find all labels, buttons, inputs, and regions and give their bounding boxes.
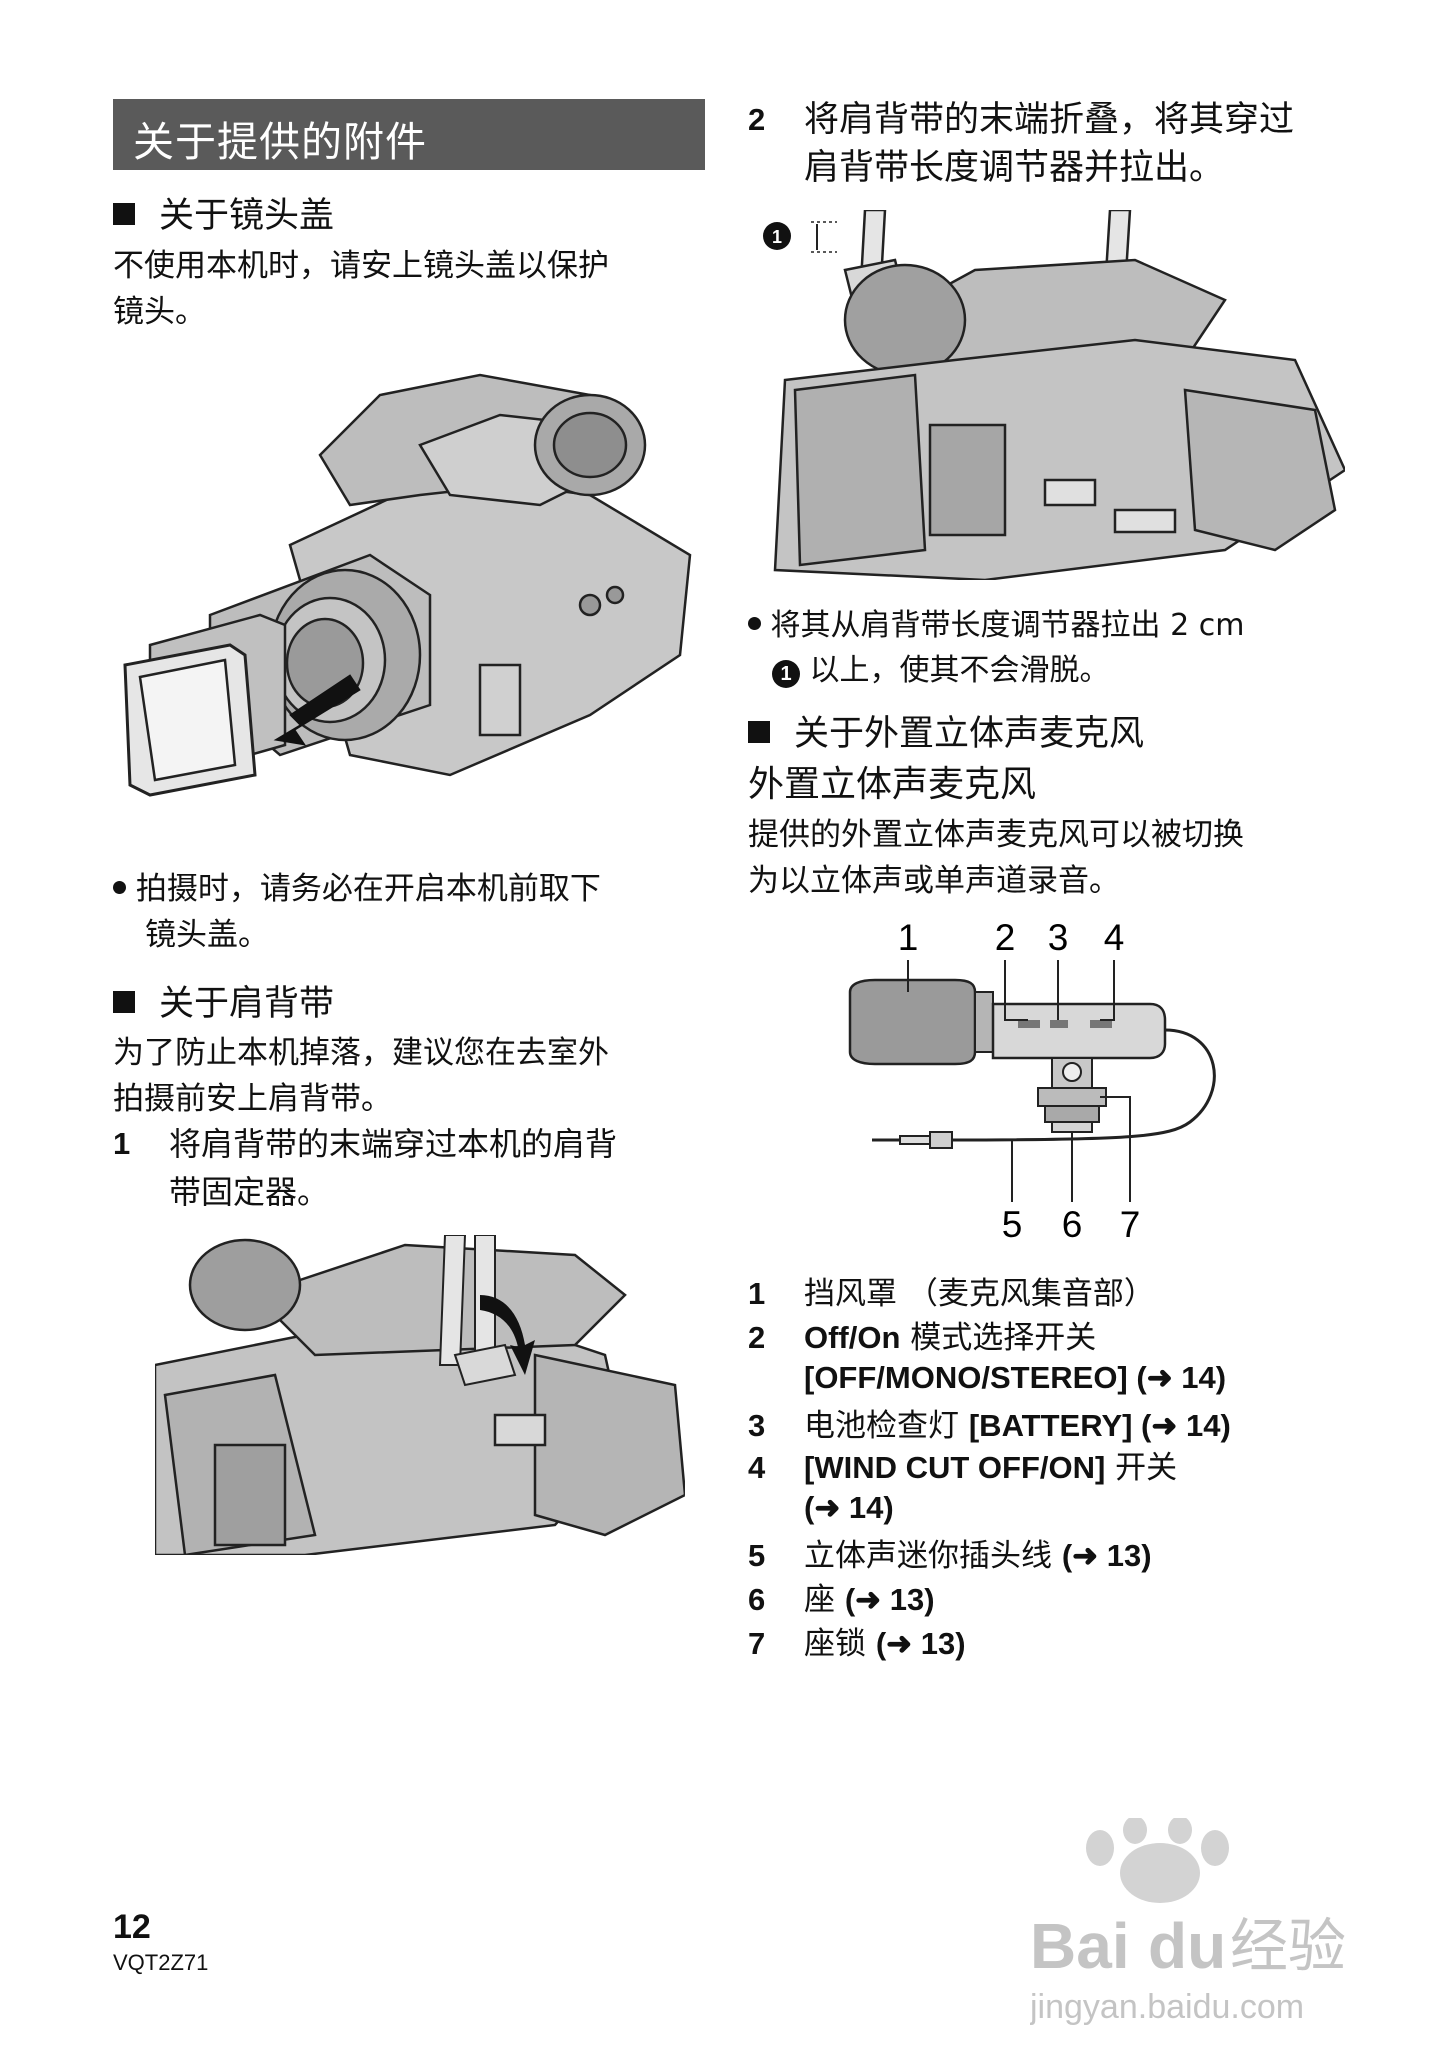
lens-cap-note: 拍摄时，请务必在开启本机前取下 镜头盖。 (113, 866, 601, 958)
mic-label-3: 3 (1048, 917, 1069, 958)
mic-subheading: 外置立体声麦克风 (748, 764, 1037, 805)
mic-label-5: 5 (1002, 1204, 1023, 1242)
mic-label-4: 4 (1104, 917, 1125, 958)
watermark-brand-c: 经验 (1230, 1912, 1346, 1980)
document-code: VQT2Z71 (113, 1950, 209, 1975)
square-bullet-icon (113, 991, 135, 1013)
page-number: 12 (113, 1908, 151, 1946)
lens-cap-paragraph: 不使用本机时，请安上镜头盖以保护 镜头。 (113, 248, 609, 330)
callout-marker-icon: 1 (772, 660, 800, 688)
mic-heading: 关于外置立体声麦克风 (748, 712, 1144, 756)
strap-holder-illustration (155, 1235, 685, 1555)
paw-logo-icon (1086, 1816, 1229, 1903)
watermark-brand-b: du (1148, 1910, 1226, 1982)
mic-label-7: 7 (1120, 1204, 1141, 1242)
square-bullet-icon (113, 203, 135, 225)
square-bullet-icon (748, 721, 770, 743)
mic-paragraph: 提供的外置立体声麦克风可以被切换 为以立体声或单声道录音。 (748, 817, 1244, 899)
watermark-url: jingyan.baidu.com (1030, 1988, 1304, 2026)
mic-label-6: 6 (1062, 1204, 1083, 1242)
section-title: 关于提供的附件 (133, 118, 427, 166)
lens-cap-illustration (120, 355, 700, 855)
svg-text:1: 1 (772, 227, 782, 247)
shoulder-strap-paragraph: 为了防止本机掉落，建议您在去室外 拍摄前安上肩背带。 (113, 1035, 609, 1117)
round-bullet-icon (113, 881, 126, 894)
baidu-watermark: Bai du 经验 jingyan.baidu.com (1029, 1816, 1390, 2033)
shoulder-strap-heading: 关于肩背带 (113, 982, 334, 1026)
mic-label-1: 1 (898, 917, 919, 958)
mic-diagram: 1 2 3 4 5 6 7 (830, 912, 1250, 1242)
strap-length-note: 将其从肩背带长度调节器拉出 2 cm 1 以上，使其不会滑脱。 (748, 603, 1244, 693)
round-bullet-icon (748, 617, 761, 630)
section-title-bar: 关于提供的附件 (113, 99, 705, 170)
watermark-brand-a: Bai (1030, 1910, 1130, 1982)
strap-adjuster-illustration: 1 (755, 210, 1345, 580)
mic-label-2: 2 (995, 917, 1016, 958)
lens-cap-heading: 关于镜头盖 (113, 194, 334, 238)
